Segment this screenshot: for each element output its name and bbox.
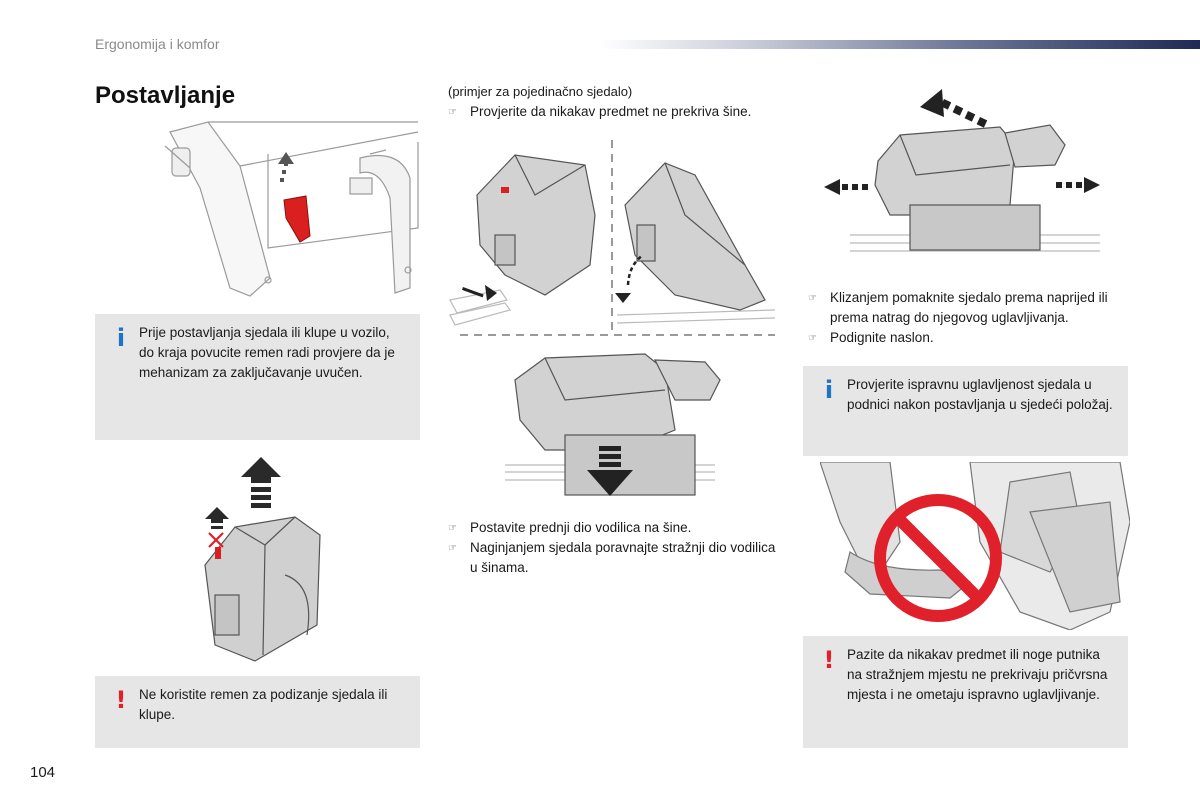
- warning-note-text: Ne koristite remen za podizanje sjedala …: [139, 687, 388, 722]
- rails-placement-illustration: [449, 140, 776, 336]
- pointing-hand-icon: ☞: [448, 543, 457, 554]
- bullet-text: Naginjanjem sjedala poravnajte stražnji …: [470, 540, 776, 575]
- pointing-hand-icon: ☞: [808, 293, 817, 304]
- pointing-hand-icon: ☞: [808, 333, 817, 344]
- bullet-item: ☞ Provjerite da nikakav predmet ne prekr…: [448, 102, 778, 123]
- exclamation-icon: !: [115, 686, 127, 714]
- info-note-left: i Prije postavljanja sjedala ili klupe u…: [95, 314, 420, 440]
- header-gradient-bar: [600, 40, 1200, 49]
- info-note-text: Provjerite ispravnu uglavljenost sjedala…: [847, 377, 1113, 412]
- bullet-item: ☞ Podignite naslon.: [808, 328, 1138, 349]
- section-title: Ergonomija i komfor: [95, 36, 220, 52]
- info-icon: i: [824, 376, 834, 404]
- bullet-text: Podignite naslon.: [830, 330, 934, 345]
- exclamation-icon: !: [823, 646, 835, 674]
- pointing-hand-icon: ☞: [448, 107, 457, 118]
- seat-slide-illustration: [824, 89, 1100, 252]
- warning-note-left: ! Ne koristite remen za podizanje sjedal…: [95, 676, 420, 748]
- warning-note-text: Pazite da nikakav predmet ili noge putni…: [847, 647, 1108, 702]
- bullet-item: ☞ Naginjanjem sjedala poravnajte stražnj…: [448, 538, 778, 578]
- example-caption: (primjer za pojedinačno sjedalo): [448, 84, 633, 99]
- bullet-text: Klizanjem pomaknite sjedalo prema naprij…: [830, 290, 1108, 325]
- seat-strap-illustration: [164, 121, 419, 297]
- foot-prohibited-illustration: [820, 462, 1130, 630]
- page-number: 104: [30, 764, 56, 781]
- bullet-text: Postavite prednji dio vodilica na šine.: [470, 520, 692, 535]
- info-note-right: i Provjerite ispravnu uglavljenost sjeda…: [803, 366, 1128, 456]
- warning-note-right: ! Pazite da nikakav predmet ili noge put…: [803, 636, 1128, 748]
- page-heading: Postavljanje: [95, 82, 236, 109]
- bullet-item: ☞ Postavite prednji dio vodilica na šine…: [448, 518, 778, 539]
- info-note-text: Prije postavljanja sjedala ili klupe u v…: [139, 325, 395, 380]
- bullet-item: ☞ Klizanjem pomaknite sjedalo prema napr…: [808, 288, 1138, 328]
- seat-lift-warning-illustration: [204, 457, 321, 662]
- bullet-text: Provjerite da nikakav predmet ne prekriv…: [470, 104, 752, 119]
- pointing-hand-icon: ☞: [448, 523, 457, 534]
- seat-on-rails-illustration: [505, 353, 721, 496]
- info-icon: i: [116, 324, 126, 352]
